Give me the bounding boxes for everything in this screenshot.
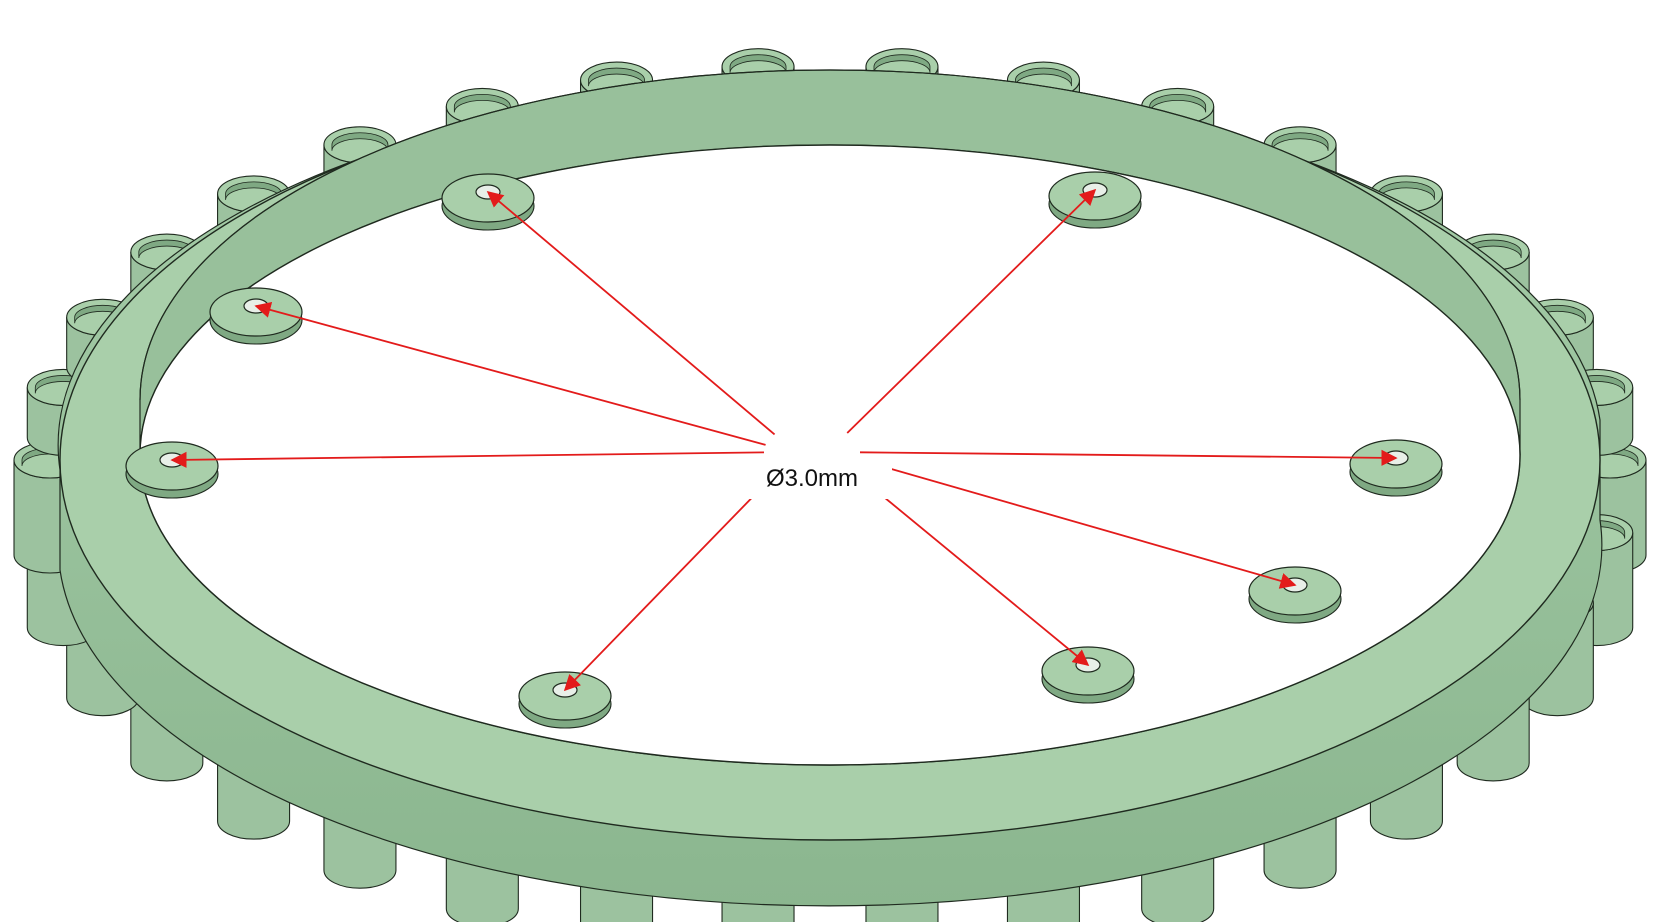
callout-arrow-hole-upper-left [254, 302, 766, 446]
callout-arrow-hole-top-left [486, 190, 776, 436]
callout-arrow-hole-top-right [846, 188, 1097, 434]
mounting-tab-hole-top-left [441, 173, 535, 231]
callout-label-background [742, 455, 892, 499]
ring-inner-rim [139, 69, 1521, 401]
callout: Ø3.0mm [742, 455, 892, 499]
callout-arrow-hole-left [170, 451, 765, 468]
callout-arrow-hole-bottom-right [849, 468, 1090, 667]
callout-arrow-hole-bottom-left [563, 470, 779, 692]
mounting-tab-hole-right [1349, 439, 1443, 497]
callout-arrows [170, 188, 1398, 692]
mounting-tab-hole-bottom-right [1041, 646, 1135, 704]
callout-label: Ø3.0mm [766, 465, 858, 492]
callout-arrow-hole-right [859, 449, 1398, 466]
mounting-tab-hole-left [125, 441, 219, 499]
mounting-tab-hole-bottom-left [518, 671, 612, 729]
mounting-tab-hole-top-right [1048, 171, 1142, 229]
mounting-tab-hole-upper-left [209, 287, 303, 345]
callout-arrow-hole-lower-right [858, 458, 1297, 589]
